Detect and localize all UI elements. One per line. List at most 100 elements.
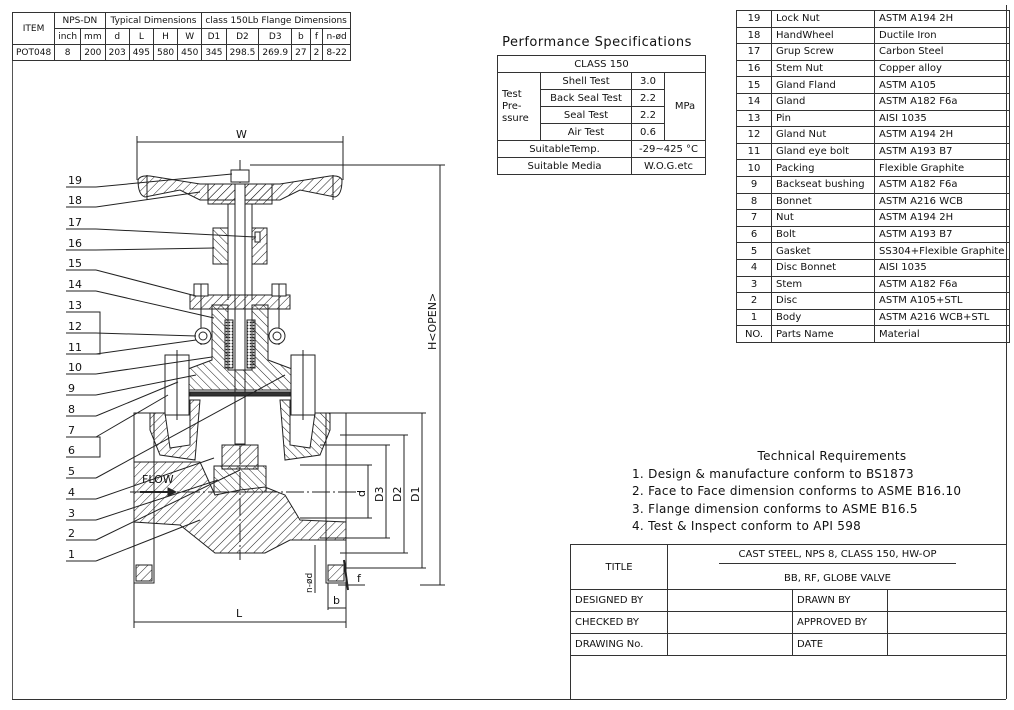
lock-nut: [230, 169, 250, 183]
technical-title: Technical Requirements: [757, 449, 907, 463]
balloon-label: 6: [68, 444, 75, 457]
date-label: DATE: [792, 633, 888, 656]
balloon-label: 18: [68, 194, 82, 207]
performance-table: CLASS 150 Test Pre- ssure Shell Test 3.0…: [497, 55, 706, 175]
dim-f-label: f: [357, 572, 362, 585]
header-material: Material: [874, 325, 1010, 343]
balloon-leader: [95, 173, 233, 188]
balloon-leader: [95, 374, 286, 479]
balloon-leaders: [66, 173, 286, 562]
header-item: ITEM: [11, 12, 56, 45]
balloon-leader: [95, 191, 201, 208]
stem-nut: [212, 227, 229, 265]
requirement-item: 1. Design & manufacture conform to BS187…: [632, 466, 914, 481]
gland-eye-bolt: [194, 327, 212, 345]
dim-H-label: H<OPEN>: [426, 293, 439, 350]
requirement-item: 4. Test & Inspect conform to API 598: [632, 519, 862, 533]
title-label: TITLE: [571, 545, 668, 590]
balloon-label: 9: [68, 382, 75, 395]
balloon-leader: [95, 247, 215, 251]
balloon-leader: [95, 374, 197, 396]
balloon-leader: [95, 381, 179, 417]
balloon-leader: [95, 356, 213, 375]
cell-inch: 8: [54, 44, 82, 61]
header-no: NO.: [736, 325, 772, 343]
balloon-label: 4: [68, 486, 75, 499]
cell-D2: 298.5: [225, 44, 260, 61]
title-line-1: CAST STEEL, NPS 8, CLASS 150, HW-OP: [718, 549, 957, 565]
balloon-leader: [95, 469, 241, 541]
requirement-item: 3. Flange dimension conforms to ASME B16…: [632, 501, 918, 516]
balloon-label: 19: [68, 174, 82, 187]
dim-W-label: W: [236, 128, 247, 141]
dim-D2-label: D2: [391, 487, 404, 502]
media-value: W.O.G.etc: [631, 157, 706, 175]
balloon-label: 1: [68, 548, 75, 561]
balloon-label: 5: [68, 465, 75, 478]
dim-b-label: b: [333, 594, 340, 607]
balloon-leader: [95, 228, 257, 238]
balloon-label: 17: [68, 216, 82, 229]
drawing-frame-bottom: [12, 699, 1006, 700]
cell-item: POT048: [11, 44, 56, 61]
cell-nd: 8-22: [322, 44, 351, 61]
balloon-leader: [95, 339, 197, 355]
dim-L-label: L: [236, 607, 243, 620]
cell-D1: 345: [201, 44, 227, 61]
dimension-subheader-row: inch mm d L H W D1 D2 D3 b f n-ød: [13, 28, 351, 45]
dim-d-label: d: [355, 490, 368, 497]
cell-b: 27: [291, 44, 311, 61]
stem: [234, 183, 246, 445]
balloon-label: 15: [68, 257, 82, 270]
test-value: 0.6: [631, 123, 665, 141]
balloon-label: 8: [68, 403, 75, 416]
gasket: [189, 391, 291, 397]
cell-D3: 269.9: [258, 44, 293, 61]
balloon-label: 10: [68, 361, 82, 374]
balloon-leader: [95, 519, 201, 562]
requirement-item: 2. Face to Face dimension conforms to AS…: [632, 484, 962, 498]
balloon-label: 13: [68, 299, 82, 312]
balloon-label: 16: [68, 237, 82, 250]
balloon-label: 11: [68, 341, 82, 354]
table-row: POT048 8 200 203 495 580 450 345 298.5 2…: [11, 44, 351, 61]
balloon-bracket: [96, 311, 101, 355]
balloon-label: 14: [68, 278, 82, 291]
performance-title: Performance Specifications: [502, 35, 692, 50]
date-value[interactable]: [887, 633, 1007, 656]
balloon-label: 3: [68, 507, 75, 520]
balloon-bracket: [96, 436, 101, 458]
balloon-leader: [95, 479, 219, 521]
dim-D3-label: D3: [373, 487, 386, 502]
balloon-leader: [95, 457, 215, 500]
dimension-table: ITEM NPS-DN Typical Dimensions class 150…: [11, 12, 351, 61]
balloon-label: 12: [68, 320, 82, 333]
balloon-leader: [95, 269, 197, 297]
balloon-label: 7: [68, 424, 75, 437]
cell-L: 495: [128, 44, 154, 61]
packing: [224, 319, 234, 369]
valve-body: [133, 399, 347, 584]
title-line-2: BB, RF, GLOBE VALVE: [667, 568, 1007, 591]
disc-bonnet: [221, 444, 259, 470]
dim-nd-label: n-ød: [305, 573, 315, 593]
balloon-leader: [95, 290, 215, 319]
flow-label: FLOW: [142, 473, 174, 486]
gland-flange: [189, 294, 291, 310]
technical-requirements: Technical Requirements 1. Design & manuf…: [632, 448, 992, 536]
drawing-frame-left: [12, 20, 13, 699]
dim-D1-label: D1: [409, 487, 422, 502]
